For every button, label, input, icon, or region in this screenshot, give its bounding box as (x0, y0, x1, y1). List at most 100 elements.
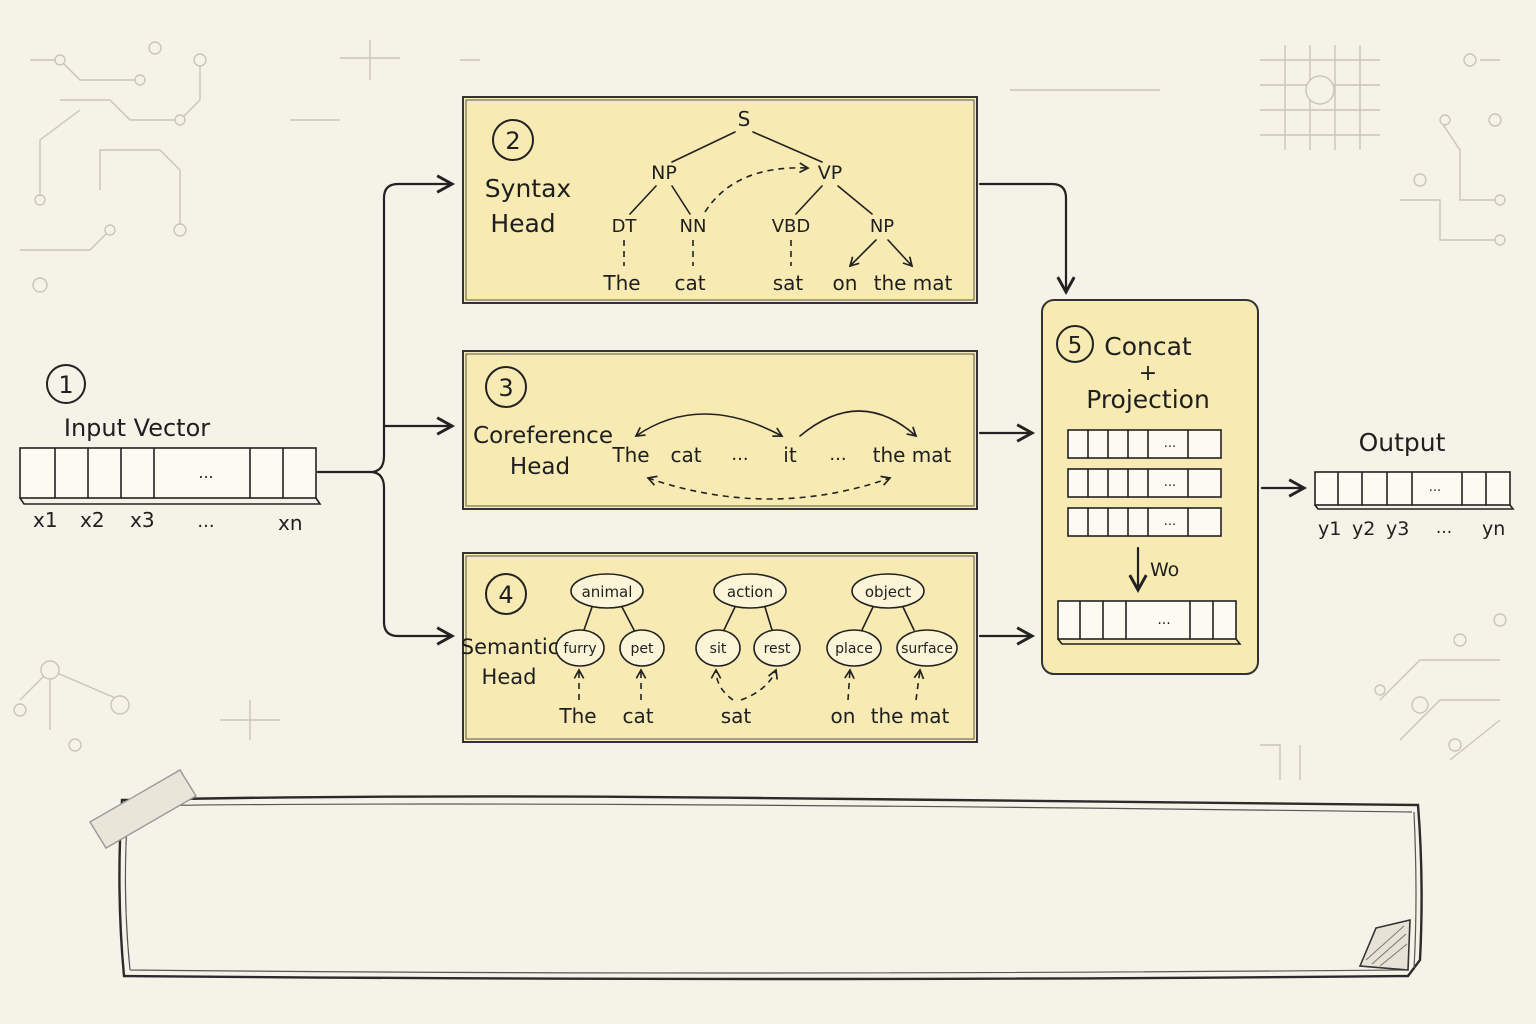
syntax-word-cat: cat (674, 271, 705, 295)
syntax-word-the-mat: the mat (874, 271, 953, 295)
node-np: NP (651, 162, 677, 184)
feature-node-pet (619, 629, 665, 667)
output-label-y1: y1 (1318, 518, 1341, 540)
feature-node-sit (695, 629, 741, 667)
category-node-animal (570, 573, 644, 609)
head-to-concat-connectors (978, 182, 1076, 646)
step-3-number: 3 (498, 374, 513, 402)
step-1-number: 1 (58, 371, 73, 399)
input-vector-title: Input Vector (64, 414, 210, 442)
step-3-badge (485, 366, 527, 408)
step-5-badge (1056, 325, 1094, 363)
concat-title: Concat (1104, 332, 1192, 361)
concat-head-vector-1: ... (1067, 429, 1222, 459)
category-label-animal: animal (582, 583, 633, 601)
syntax-head-panel: 2 Syntax Head S NP VP DT NN VBD NP The c… (462, 96, 978, 304)
syntax-head-title-line1: Syntax (485, 174, 571, 203)
node-np-2: NP (870, 216, 894, 237)
syntax-word-sat: sat (773, 271, 804, 295)
output-vector-bar: ... (1314, 471, 1515, 510)
concat-vector-2-ellipsis: ... (1164, 475, 1176, 490)
input-label-x1: x1 (33, 508, 58, 532)
coref-token-ellipsis-1: ... (731, 444, 748, 465)
feature-label-place: place (835, 641, 873, 657)
circuit-decoration-bottom-right (1260, 613, 1507, 780)
coreference-head-title-line1: Coreference (473, 423, 613, 449)
syntax-word-on: on (833, 271, 858, 295)
category-node-action (713, 573, 787, 609)
output-label-yn: yn (1482, 518, 1505, 540)
concat-head-vector-3: ... (1067, 507, 1222, 537)
tape-icon (89, 769, 197, 849)
concat-projection-panel: 5 Concat + Projection ... ... ... Wo ... (1041, 299, 1259, 675)
projected-vector-ellipsis: ... (1157, 612, 1170, 628)
node-vp: VP (818, 162, 842, 184)
coref-token-ellipsis-2: ... (829, 444, 846, 465)
semantic-head-title-line2: Head (482, 665, 537, 689)
feature-label-pet: pet (631, 641, 655, 657)
parse-tree: S NP VP DT NN VBD NP The cat sat on the … (602, 107, 952, 295)
circuit-decoration-top-left (20, 40, 480, 293)
feature-node-furry (555, 629, 605, 667)
feature-node-place (826, 629, 882, 667)
step-2-number: 2 (505, 127, 520, 155)
empty-note-box (89, 769, 1423, 981)
coref-token-it: it (783, 443, 797, 467)
feature-node-surface (896, 629, 958, 667)
syntax-head-title-line2: Head (490, 209, 555, 238)
projected-vector: ... (1057, 600, 1242, 645)
circuit-decoration-bottom-left (13, 660, 280, 752)
input-vector-ellipsis: ... (198, 463, 213, 482)
circuit-decoration-top-right (1010, 45, 1506, 246)
weight-label: Wo (1150, 559, 1179, 581)
feature-label-furry: furry (563, 641, 596, 657)
concat-vector-1-ellipsis: ... (1164, 436, 1176, 451)
output-vector-ellipsis: ... (1429, 480, 1441, 495)
semantic-word-sat: sat (721, 704, 752, 728)
output-label-y2: y2 (1352, 518, 1375, 540)
page-curl-icon (1358, 918, 1411, 971)
step-1-badge (46, 364, 86, 404)
semantic-word-the-mat: the mat (871, 704, 950, 728)
step-5-number: 5 (1068, 333, 1083, 359)
coref-token-the-mat: the mat (873, 443, 952, 467)
syntax-word-the: The (602, 271, 640, 295)
semantic-word-on: on (831, 704, 856, 728)
feature-node-rest (753, 629, 801, 667)
output-label-y3: y3 (1386, 518, 1409, 540)
coref-token-the: The (611, 443, 649, 467)
feature-label-surface: surface (901, 641, 953, 657)
input-label-xn: xn (278, 511, 303, 535)
output-title: Output (1359, 428, 1446, 457)
input-vector-bar: ... (19, 447, 322, 505)
concat-plus: + (1139, 361, 1157, 386)
category-label-action: action (727, 583, 773, 601)
step-4-number: 4 (498, 581, 513, 609)
input-label-x3: x3 (130, 508, 155, 532)
concat-head-vector-2: ... (1067, 468, 1222, 498)
input-label-x2: x2 (80, 508, 105, 532)
input-label-ellipsis: ... (197, 511, 214, 532)
step-2-badge (492, 119, 534, 161)
input-branch-connectors (316, 174, 456, 646)
output-label-ellipsis: ... (1436, 518, 1452, 538)
step-4-badge (485, 573, 527, 615)
semantic-word-cat: cat (622, 704, 653, 728)
coref-token-cat: cat (670, 443, 701, 467)
node-nn: NN (680, 216, 707, 237)
category-label-object: object (865, 583, 911, 601)
semantic-head-panel: 4 Semantic Head animal action object fur… (461, 552, 978, 743)
coreference-head-title-line2: Head (510, 454, 570, 480)
node-vbd: VBD (772, 216, 811, 237)
output-group: Output ... y1 y2 y3 ... yn (1314, 428, 1515, 540)
projection-title: Projection (1086, 385, 1210, 414)
category-node-object (851, 573, 925, 609)
feature-label-rest: rest (764, 641, 791, 657)
concat-vector-3-ellipsis: ... (1164, 514, 1176, 529)
semantic-head-title-line1: Semantic (461, 635, 560, 659)
feature-label-sit: sit (710, 641, 727, 657)
node-s: S (738, 107, 751, 131)
input-vector-group: 1 Input Vector ... x1 x2 x3 ... xn (19, 364, 322, 535)
coreference-head-panel: 3 Coreference Head The cat ... it ... th… (462, 350, 978, 510)
